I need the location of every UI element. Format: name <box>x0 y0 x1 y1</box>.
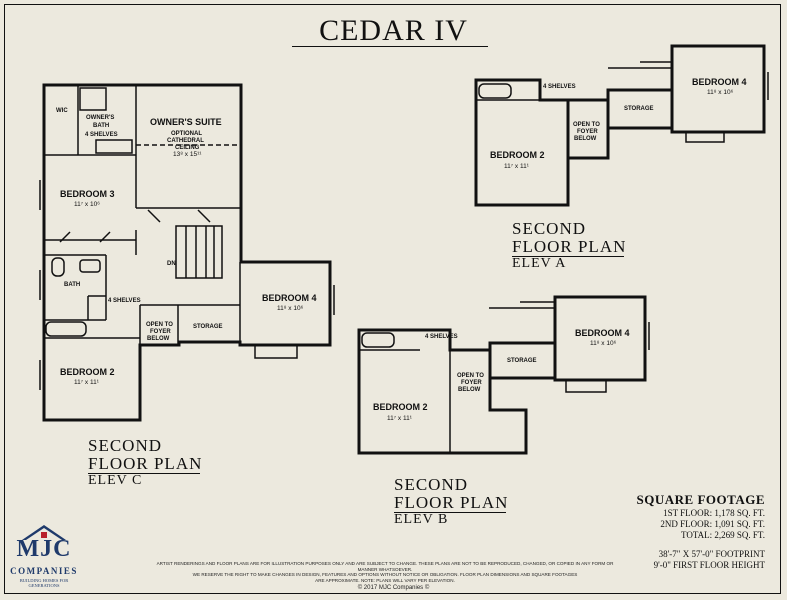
elev-b-bedroom4-dim: 11⁸ x 10⁶ <box>590 340 617 347</box>
elev-b-tub <box>361 332 395 348</box>
elev-c-bedroom3-dim: 11⁷ x 10⁶ <box>74 201 100 208</box>
elev-b-bedroom2-label: BEDROOM 2 <box>373 402 428 412</box>
elev-c-shower <box>79 87 107 111</box>
logo-tagline: BUILDING HOMES FOR GENERATIONS <box>19 578 69 588</box>
elev-a-bedroom2-dim: 11⁷ x 11¹ <box>504 163 530 170</box>
elev-c-foyer-label: FOYER <box>150 329 171 335</box>
elev-c-bath-label: BATH <box>64 282 80 288</box>
elev-c-below-label: BELOW <box>147 336 170 342</box>
elev-c-bedroom4-label: BEDROOM 4 <box>262 293 317 303</box>
elev-c-wic-label: WIC <box>56 108 68 114</box>
elev-b-shelves-label: 4 SHELVES <box>425 334 458 340</box>
logo-name: COMPANIES <box>10 566 78 576</box>
elev-c-bedroom2-label: BEDROOM 2 <box>60 367 115 377</box>
elev-b-storage-label: STORAGE <box>507 358 537 364</box>
elev-a-label-line2: FLOOR PLAN <box>512 236 627 256</box>
elev-c-plan-label: SECOND FLOOR PLAN ELEV C <box>88 437 202 488</box>
elev-c-owners-bath-label: OWNER'S <box>86 115 114 121</box>
elev-a-storage-label: STORAGE <box>624 106 654 112</box>
elev-c-bay-window <box>254 345 298 359</box>
elev-b-label-line3: ELEV B <box>394 511 449 527</box>
elev-c-bedroom4-dim: 11⁸ x 10⁶ <box>277 305 304 312</box>
elev-a-open-label: OPEN TO <box>573 122 600 128</box>
elev-a-plan-label: SECOND FLOOR PLAN ELEV A <box>512 220 626 271</box>
elev-c-label-rule <box>88 472 200 474</box>
footprint-dimensions: 38'-7" X 57'-0" FOOTPRINT <box>658 549 765 559</box>
elev-b-bedroom4-wall <box>553 295 647 382</box>
elev-a-shelves-label: 4 SHELVES <box>543 84 576 90</box>
elev-a-label-line1: SECOND <box>512 219 587 238</box>
first-floor-sqft: 1ST FLOOR: 1,178 SQ. FT. <box>663 508 765 518</box>
elev-b-label-line1: SECOND <box>394 475 469 494</box>
disclaimer-line-3: ARE APPROXIMATE. NOTE: PLANS WILL VARY P… <box>315 578 455 583</box>
elev-a-bedroom4-label: BEDROOM 4 <box>692 77 747 87</box>
elev-a-open-wall <box>568 98 610 160</box>
elev-b-bedroom4-label: BEDROOM 4 <box>575 328 630 338</box>
elev-c-owners-suite-dim: 13⁸ x 15¹¹ <box>173 151 202 158</box>
elev-b-exterior-wall <box>357 328 528 455</box>
elev-c-sink <box>79 259 101 273</box>
elev-a-bay-window <box>685 132 725 143</box>
elev-a-label-line3: ELEV A <box>512 255 567 271</box>
square-footage-block: SQUARE FOOTAGE 1ST FLOOR: 1,178 SQ. FT. … <box>637 492 765 541</box>
elev-c-label-line3: ELEV C <box>88 472 143 488</box>
elev-c-ceiling-label: CEILING <box>175 145 200 151</box>
footprint-block: 38'-7" X 57'-0" FOOTPRINT 9'-0" FIRST FL… <box>654 549 765 571</box>
logo-mark: MJC <box>16 536 72 562</box>
elev-b-below-label: BELOW <box>458 387 481 393</box>
elev-c-dn-label: DN <box>167 261 176 267</box>
elev-c-open-label: OPEN TO <box>146 322 173 328</box>
elev-a-tub <box>478 83 512 99</box>
first-floor-height: 9'-0" FIRST FLOOR HEIGHT <box>653 560 765 570</box>
elev-c-bedroom2-dim: 11⁷ x 11¹ <box>74 379 100 386</box>
elev-c-label-line2: FLOOR PLAN <box>88 453 203 473</box>
elev-a-roofline <box>608 61 672 69</box>
elev-a-label-rule <box>512 255 624 257</box>
elev-c-cathedral-label: CATHEDRAL <box>167 138 204 144</box>
elev-c-toilet <box>51 257 65 277</box>
disclaimer-line-1: ARTIST RENDERINGS AND FLOOR PLANS ARE FO… <box>156 561 614 572</box>
elev-a-bedroom4-wall <box>670 44 766 134</box>
square-footage-heading: SQUARE FOOTAGE <box>636 492 765 507</box>
elev-c-vanity <box>95 139 133 154</box>
elev-a-bedroom4-dim: 11⁸ x 10⁶ <box>707 89 734 96</box>
elev-c-tub <box>45 321 87 337</box>
elev-a-foyer-label: FOYER <box>577 129 598 135</box>
elev-c-optional-label: OPTIONAL <box>171 131 202 137</box>
elev-a-below-label: BELOW <box>574 136 597 142</box>
elev-a-bedroom2-label: BEDROOM 2 <box>490 150 545 160</box>
elev-c-label-line1: SECOND <box>88 436 163 455</box>
elev-b-roofline <box>489 301 555 309</box>
elev-c-storage-label: STORAGE <box>193 324 223 330</box>
mjc-logo-icon <box>22 525 66 540</box>
elev-c-door-swing <box>59 209 211 243</box>
elev-b-bedroom2-dim: 11⁷ x 11¹ <box>387 415 413 422</box>
elev-b-plan-label: SECOND FLOOR PLAN ELEV B <box>394 476 508 527</box>
disclaimer-line-2: WE RESERVE THE RIGHT TO MAKE CHANGES IN … <box>192 572 578 577</box>
total-sqft: TOTAL: 2,269 SQ. FT. <box>681 530 765 540</box>
elev-b-foyer-label: FOYER <box>461 380 482 386</box>
copyright-text: © 2017 MJC Companies © <box>357 585 430 591</box>
elev-b-bay-window <box>565 380 607 393</box>
elev-b-label-rule <box>394 511 506 513</box>
page-title: CEDAR IV <box>319 14 468 47</box>
second-floor-sqft: 2ND FLOOR: 1,091 SQ. FT. <box>660 519 765 529</box>
elev-c-owners-suite-label: OWNER'S SUITE <box>150 117 222 127</box>
page-border <box>4 4 781 594</box>
elev-c-stair <box>175 225 223 279</box>
elev-c-shelves-label: 4 SHELVES <box>108 298 141 304</box>
elev-c-owners-bath-label-2: BATH <box>93 123 109 129</box>
elev-b-label-line2: FLOOR PLAN <box>394 492 509 512</box>
title-underline <box>292 46 488 47</box>
elev-c-bedroom3-label: BEDROOM 3 <box>60 189 115 199</box>
elev-b-open-label: OPEN TO <box>457 373 484 379</box>
elev-c-owners-shelves-label: 4 SHELVES <box>85 132 118 138</box>
